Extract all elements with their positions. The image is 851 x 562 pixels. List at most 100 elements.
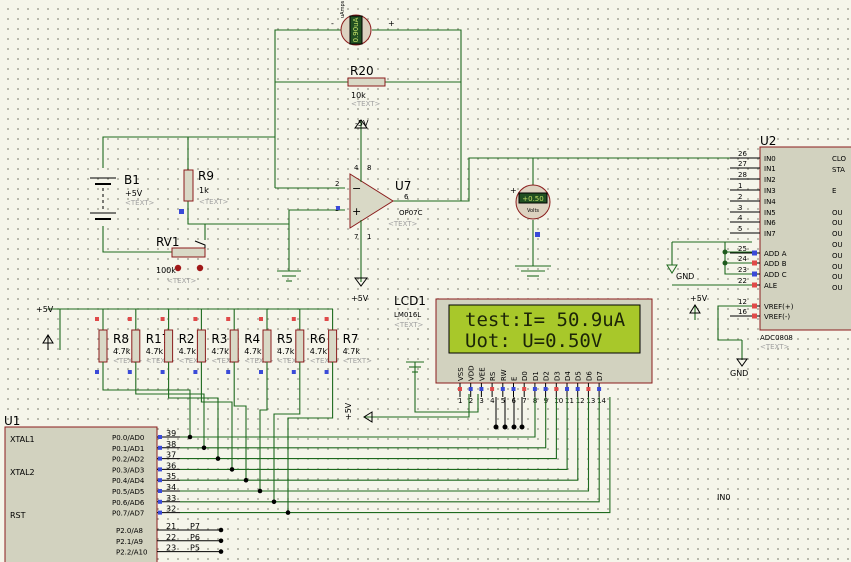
voltmeter[interactable]: +0.50 Volts + xyxy=(510,184,551,237)
u1-name: U1 xyxy=(4,414,20,428)
adc-pin-name: ADD C xyxy=(764,271,787,279)
adc-pin-number: 12 xyxy=(738,298,747,306)
bank-resistor xyxy=(229,329,239,363)
adc-pin-state xyxy=(752,260,757,266)
junction-dot xyxy=(218,538,224,544)
battery-b1[interactable]: B1 +5V <TEXT> xyxy=(90,173,155,220)
bank-pin-state xyxy=(160,370,165,374)
adc-pin-number: 27 xyxy=(738,160,747,168)
feedback-wires xyxy=(274,29,752,277)
bank-resistor-name: R6 xyxy=(310,332,326,346)
bus-wire xyxy=(180,397,579,481)
adc-pin-name: IN4 xyxy=(764,198,776,206)
lcd-line-1: test:I= 50.9uA xyxy=(465,309,626,331)
bank-resistor-name: R5 xyxy=(277,332,293,346)
bus-wire xyxy=(180,397,547,449)
resistor-r20[interactable]: R20 10k <TEXT> xyxy=(347,64,386,108)
lcd-pin-state xyxy=(458,387,462,391)
lcd-line-2: Uot: U=0.50V xyxy=(465,330,602,352)
rv1-decrease-button[interactable] xyxy=(174,264,182,272)
lcd-pin-number: 3 xyxy=(479,397,483,405)
adc-right-pin-name: OU xyxy=(832,230,843,238)
u1-xtal2: XTAL2 xyxy=(10,468,35,477)
bank-resistor xyxy=(328,329,338,363)
resistor-r9[interactable]: R9 1k <TEXT> xyxy=(179,169,229,214)
mcu-pin-name: P0.3/AD3 xyxy=(112,466,144,474)
bank-resistor xyxy=(262,329,272,363)
lcd-pin-number: 13 xyxy=(586,397,595,405)
adc-pin-name: IN2 xyxy=(764,176,776,184)
lcd-pin-state xyxy=(532,387,537,391)
mcu-pin-name: P2.0/A8 xyxy=(116,527,143,535)
lcd-pin-name: D1 xyxy=(532,371,540,381)
bank-resistor-text: <TEXT> xyxy=(343,357,373,365)
adc-u2[interactable]: U2 ADC0808 <TEXT> 26IN027IN128IN21IN32IN… xyxy=(666,134,851,378)
adc-right-pin-name: OU xyxy=(832,252,843,260)
junction-dot xyxy=(215,456,221,461)
lcd-pin-state xyxy=(479,387,484,391)
u1-xtal1: XTAL1 xyxy=(10,435,35,444)
bank-resistor xyxy=(98,329,108,363)
mcu-pin-number: 37 xyxy=(166,451,176,460)
lcd-pin-name: VDD xyxy=(468,365,476,381)
adc-right-pin-name: STA xyxy=(832,166,845,174)
junction-dot xyxy=(285,510,291,515)
r9-name: R9 xyxy=(198,169,214,183)
resistor-bank[interactable]: +5V R84.7k<TEXT>R174.7k<TEXT>R24.7k<TEXT… xyxy=(36,305,372,378)
svg-text:+: + xyxy=(352,205,361,218)
lcd-lm016l[interactable]: test:I= 50.9uA Uot: U=0.50V LCD1 LM016L … xyxy=(344,294,653,430)
potentiometer-rv1[interactable]: RV1 100k <TEXT> xyxy=(156,235,206,285)
mcu-pin-state xyxy=(158,489,162,493)
bank-resistor-value: 4.7k xyxy=(310,347,328,356)
ammeter[interactable]: 0.90uA uAmps - + xyxy=(331,0,395,46)
lcd-name: LCD1 xyxy=(394,294,426,308)
lcd-pin-state xyxy=(490,387,495,391)
ammeter-minus: - xyxy=(331,19,334,28)
b1-name: B1 xyxy=(124,173,140,187)
pullup-wire xyxy=(287,378,334,513)
b1-value: +5V xyxy=(125,189,143,198)
adc-pin-state xyxy=(752,313,757,319)
adc-pin-state xyxy=(752,303,757,309)
opamp-u7[interactable]: − + -5V +5V 4 8 7 1 2 3 6 U7 OP07C <TEXT… xyxy=(335,119,423,303)
bank-resistor-name: R2 xyxy=(179,332,195,346)
bank-pin-state xyxy=(95,317,99,321)
mcu-pin-state xyxy=(158,478,162,483)
net-label-in0: IN0 xyxy=(717,493,730,502)
u1-rst: RST xyxy=(10,511,26,520)
lcd-pin-state xyxy=(500,387,505,391)
lcd-pin-state xyxy=(543,387,548,391)
mcu-net-label: P7 xyxy=(190,522,200,531)
mcu-pin-number: 33 xyxy=(166,494,176,503)
lcd-pin-number: 14 xyxy=(597,397,606,405)
bank-resistor-value: 4.7k xyxy=(277,347,295,356)
bank-resistor-name: R7 xyxy=(343,332,359,346)
mcu-pin-state xyxy=(158,445,162,450)
mcu-pin-state xyxy=(158,510,162,515)
lcd-pin-name: RW xyxy=(500,369,508,381)
bank-pin-state xyxy=(226,370,231,374)
mcu-pin-state xyxy=(158,499,162,504)
adc-pin-number: 4 xyxy=(738,214,743,222)
lcd-pin-number: 4 xyxy=(490,397,495,405)
lcd-pin-state xyxy=(575,387,580,391)
adc-right-pin-name: OU xyxy=(832,209,843,217)
ammeter-unit: uAmps xyxy=(340,0,346,18)
bank-resistor xyxy=(295,329,305,363)
bank-pin-state xyxy=(259,370,263,374)
bank-pin-state xyxy=(193,317,198,321)
adc-pin-name: IN3 xyxy=(764,187,776,195)
svg-text:4: 4 xyxy=(354,164,359,172)
rv1-increase-button[interactable] xyxy=(196,264,204,272)
bank-vcc: +5V xyxy=(36,305,54,314)
svg-text:8: 8 xyxy=(367,164,371,172)
adc-pin-name: VREF(-) xyxy=(764,313,790,321)
bank-resistor-value: 4.7k xyxy=(146,347,164,356)
mcu-pin-state xyxy=(158,467,162,472)
lcd-pin-state xyxy=(554,387,559,391)
bank-resistor-name: R17 xyxy=(146,332,170,346)
u2-name: U2 xyxy=(760,134,776,148)
